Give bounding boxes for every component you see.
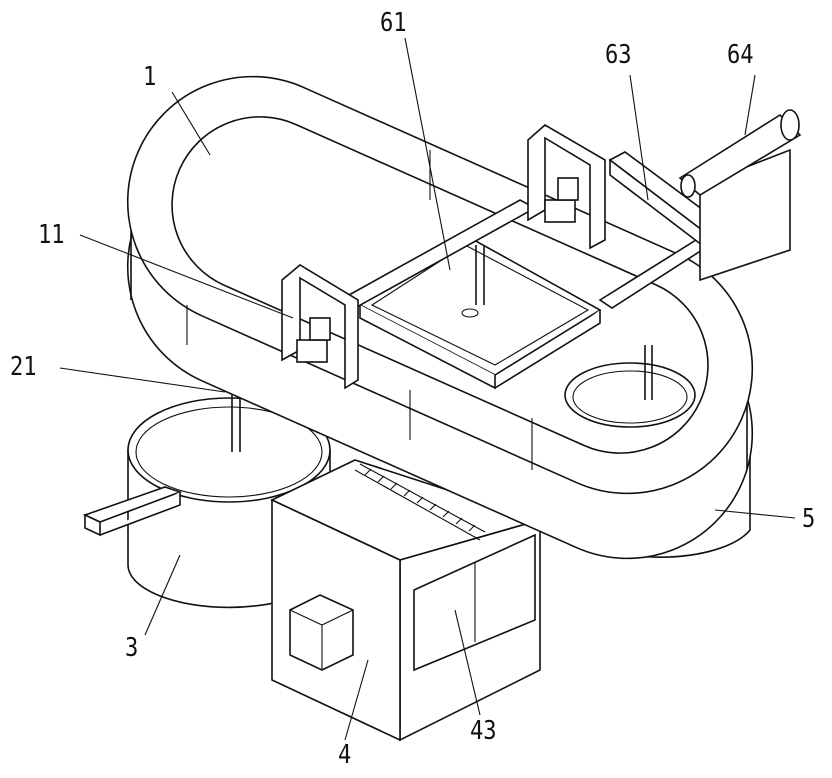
label-rod: 21: [10, 354, 37, 380]
label-cylinder: 64: [727, 42, 754, 68]
label-gantry: 11: [38, 222, 65, 248]
label-tank-right: 5: [802, 506, 815, 532]
label-plate: 61: [380, 10, 407, 36]
label-box: 4: [338, 742, 351, 768]
label-slide-block: 63: [605, 42, 632, 68]
label-track: 1: [143, 64, 156, 90]
label-door: 43: [470, 718, 497, 744]
label-tank-left: 3: [125, 635, 138, 661]
